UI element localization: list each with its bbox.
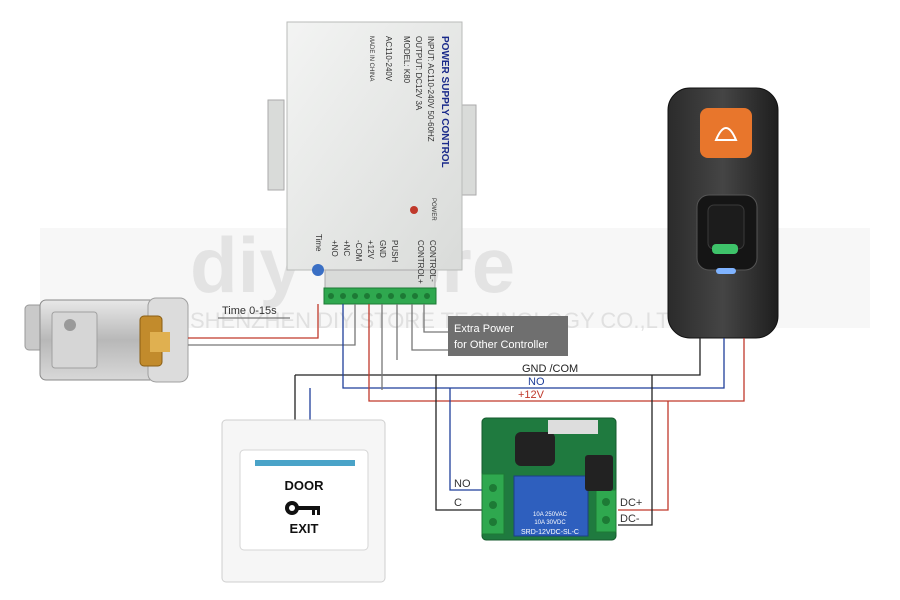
dc-plus-label: DC+: [620, 497, 642, 509]
dc-minus-label: DC-: [620, 513, 640, 525]
gnd-com-label: GND /COM: [522, 363, 578, 375]
relay-rating-1: 10A 250VAC: [533, 512, 568, 518]
terminal-label-12v: +12V: [366, 240, 375, 260]
wires: [188, 304, 745, 526]
terminal-label-control-plus: CONTROL+: [416, 240, 425, 284]
terminal-label-push: PUSH: [390, 240, 399, 262]
bell-icon: [714, 127, 738, 141]
extra-power-line2: for Other Controller: [454, 339, 548, 351]
time-knob: [312, 264, 324, 276]
reader-bell-button: [700, 108, 752, 158]
extra-power-line1: Extra Power: [454, 323, 514, 335]
terminal-label-nc: +NC: [342, 240, 351, 256]
blue-led-icon: [716, 268, 736, 274]
psu-input: INPUT: AC110-240V 50-60HZ: [426, 36, 435, 142]
power-supply-box: POWER SUPPLY CONTROL INPUT: AC110-240V 5…: [267, 21, 477, 305]
electric-lock: [24, 297, 189, 383]
plus12v-wire-label: +12V: [518, 389, 545, 401]
relay-block: [513, 475, 589, 537]
relay-rating-3: 10A 30VDC: [534, 520, 566, 526]
exit-door-text: DOOR: [285, 478, 325, 493]
power-led: [410, 206, 418, 214]
psu-title: POWER SUPPLY CONTROL: [439, 36, 450, 168]
relay-no-label: NO: [454, 478, 471, 490]
psu-ac: AC110-240V: [384, 36, 393, 82]
terminal-label-com: -COM: [354, 240, 363, 262]
exit-exit-text: EXIT: [290, 521, 319, 536]
fingerprint-reader: [667, 87, 779, 339]
terminal-label-no: +NO: [330, 240, 339, 257]
psu-output: OUTPUT: DC12V 3A: [414, 36, 423, 111]
key-icon: [285, 501, 320, 515]
green-led-icon: [712, 244, 738, 254]
relay-module: 10A 250VAC 10A 30VDC SRD-12VDC-SL-C: [481, 417, 617, 541]
relay-c-label: C: [454, 497, 462, 509]
psu-led-label: POWER: [430, 198, 436, 221]
time-wire-label: Time 0-15s: [222, 305, 277, 317]
extra-power-box: [448, 316, 568, 356]
terminal-label-control-minus: CONTROL-: [428, 240, 437, 282]
psu-made-in: MADE IN CHINA: [368, 36, 374, 81]
psu-model: MODEL: K80: [402, 36, 411, 84]
terminal-label-gnd: GND: [378, 240, 387, 258]
relay-model-text: SRD-12VDC-SL-C: [521, 529, 579, 536]
exit-button: DOOR EXIT: [221, 419, 386, 583]
no-wire-label: NO: [528, 376, 545, 388]
psu-time-label: Time: [314, 234, 323, 252]
watermark-subtext: SHENZHEN DIY STORE TECHNOLOGY CO.,LTD: [190, 308, 686, 333]
